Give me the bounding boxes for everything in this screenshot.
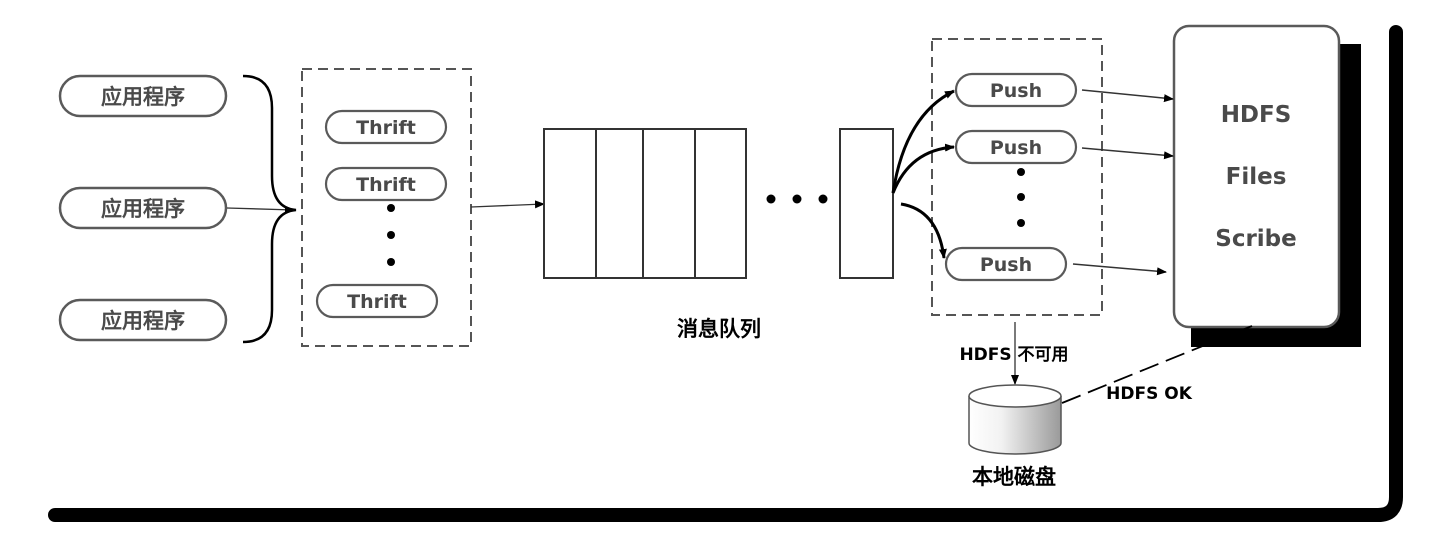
thrift-ellipsis-dot-1 <box>387 204 395 212</box>
push2-to-hdfs-arrow <box>1081 147 1174 160</box>
disk-to-hdfs-ok-line <box>1061 325 1253 404</box>
queue-to-push1-arrow <box>891 89 955 194</box>
push-node-1: Push <box>954 72 1078 108</box>
push-ellipsis-dot-1 <box>1017 168 1025 176</box>
thrift-label-2: Thrift <box>356 174 416 196</box>
app-node-1: 应用程序 <box>58 74 228 118</box>
hdfs-box-line3: Scribe <box>1215 226 1297 252</box>
queue-ellipsis-dot-1 <box>766 194 776 204</box>
queue-label: 消息队列 <box>677 317 761 341</box>
queue-to-push2-arrow <box>891 143 955 194</box>
push1-to-hdfs-arrow <box>1081 89 1174 103</box>
push-node-3: Push <box>944 246 1068 282</box>
push-node-2: Push <box>954 129 1078 165</box>
hdfs-box-line2: Files <box>1226 164 1287 190</box>
app-node-2: 应用程序 <box>58 186 228 230</box>
thrift-node-3: Thrift <box>315 283 439 319</box>
local-disk <box>968 384 1062 455</box>
queue-last-slot <box>839 128 894 279</box>
push-label-2: Push <box>990 137 1042 159</box>
app-label-2: 应用程序 <box>101 197 185 221</box>
thrift-ellipsis-dot-2 <box>387 231 395 239</box>
hdfs-files-box: HDFS Files Scribe <box>1172 24 1341 329</box>
hdfs-unavailable-label: HDFS 不可用 <box>959 345 1068 365</box>
push-container <box>931 38 1103 316</box>
thrift-ellipsis-dot-3 <box>387 258 395 266</box>
queue-to-push3-arrow <box>900 202 947 259</box>
push-label-3: Push <box>980 254 1032 276</box>
thrift-label-3: Thrift <box>347 291 407 313</box>
thrift-container <box>301 68 472 347</box>
queue-ellipsis-dot-2 <box>792 194 802 204</box>
queue-ellipsis-dot-3 <box>818 194 828 204</box>
push-ellipsis-dot-3 <box>1017 219 1025 227</box>
thrift-node-2: Thrift <box>324 166 448 202</box>
push3-to-hdfs-arrow <box>1072 263 1167 276</box>
local-disk-label: 本地磁盘 <box>972 465 1056 489</box>
app-group-brace <box>242 74 297 344</box>
app-label-3: 应用程序 <box>101 309 185 333</box>
message-queue <box>543 128 747 279</box>
frame-border <box>48 25 1403 522</box>
thrift-node-1: Thrift <box>324 109 448 145</box>
app2-to-brace-arrow <box>226 205 295 214</box>
hdfs-ok-label: HDFS OK <box>1106 384 1193 404</box>
push-label-1: Push <box>990 80 1042 102</box>
app-node-3: 应用程序 <box>58 298 228 342</box>
thrift-label-1: Thrift <box>356 117 416 139</box>
push-ellipsis-dot-2 <box>1017 193 1025 201</box>
app-label-1: 应用程序 <box>101 85 185 109</box>
thrift-to-queue-arrow <box>470 200 545 209</box>
hdfs-box-line1: HDFS <box>1221 102 1292 128</box>
